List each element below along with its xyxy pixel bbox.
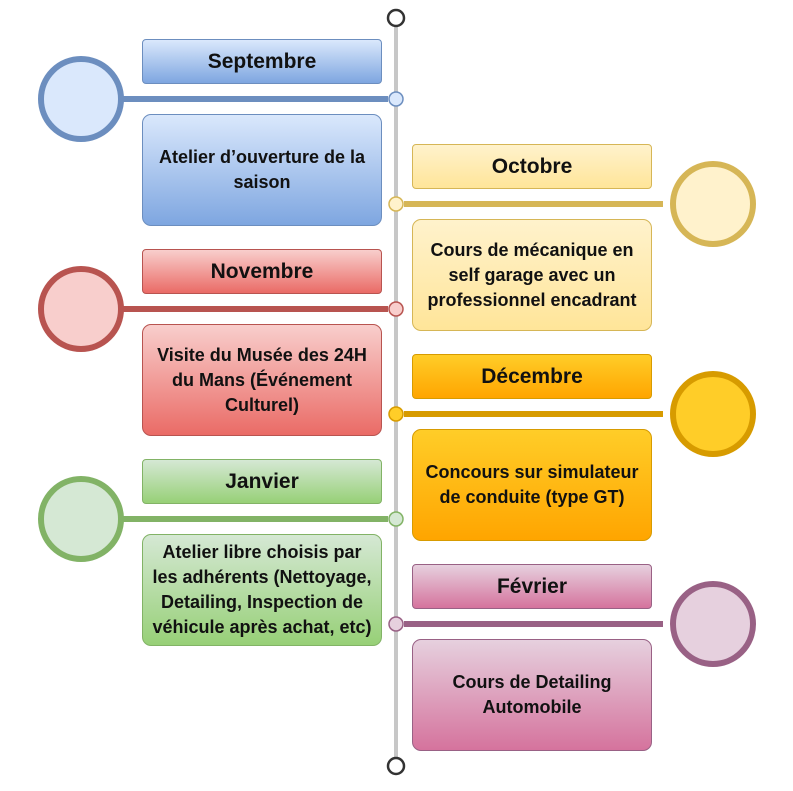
- event-0-month: Septembre: [142, 39, 382, 84]
- event-4-circle: [38, 476, 124, 562]
- event-3-description: Concours sur simulateur de conduite (typ…: [412, 429, 652, 541]
- event-3-circle: [670, 371, 756, 457]
- event-4-description: Atelier libre choisis par les adhérents …: [142, 534, 382, 646]
- event-0-axis-dot: [388, 91, 404, 107]
- event-0-description: Atelier d’ouverture de la saison: [142, 114, 382, 226]
- event-5-axis-dot: [388, 616, 404, 632]
- event-2-month: Novembre: [142, 249, 382, 294]
- event-5-circle: [670, 581, 756, 667]
- event-5-description: Cours de Detailing Automobile: [412, 639, 652, 751]
- event-4-month: Janvier: [142, 459, 382, 504]
- event-2-axis-dot: [388, 301, 404, 317]
- event-1-axis-dot: [388, 196, 404, 212]
- event-3-axis-dot: [388, 406, 404, 422]
- event-2-circle: [38, 266, 124, 352]
- event-3-month: Décembre: [412, 354, 652, 399]
- event-1-circle: [670, 161, 756, 247]
- event-5-month: Février: [412, 564, 652, 609]
- event-2-description: Visite du Musée des 24H du Mans (Événeme…: [142, 324, 382, 436]
- event-1-month: Octobre: [412, 144, 652, 189]
- axis-start-marker: [386, 8, 406, 28]
- axis-end-marker: [386, 756, 406, 776]
- event-4-axis-dot: [388, 511, 404, 527]
- event-1-description: Cours de mécanique en self garage avec u…: [412, 219, 652, 331]
- event-0-circle: [38, 56, 124, 142]
